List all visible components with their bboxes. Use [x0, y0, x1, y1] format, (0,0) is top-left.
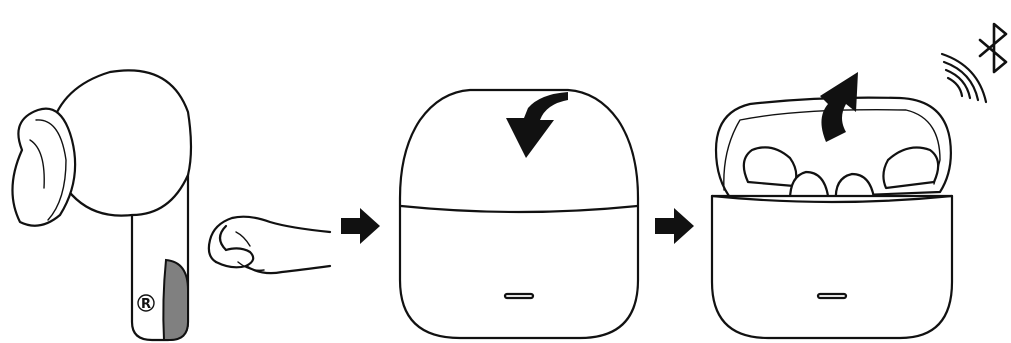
earbud-icon: R [12, 70, 191, 340]
arrow-right-icon [341, 208, 380, 244]
earbud-side-marker: R [141, 297, 151, 312]
step-close-case [400, 90, 638, 338]
hand-icon [209, 217, 330, 273]
step-open-case-pair [712, 24, 1006, 338]
wireless-signal-icon [942, 54, 986, 102]
arrow-right-icon [655, 208, 694, 244]
protective-film-tab [163, 260, 188, 340]
bluetooth-icon [980, 24, 1006, 72]
step-remove-film: R [12, 70, 330, 340]
